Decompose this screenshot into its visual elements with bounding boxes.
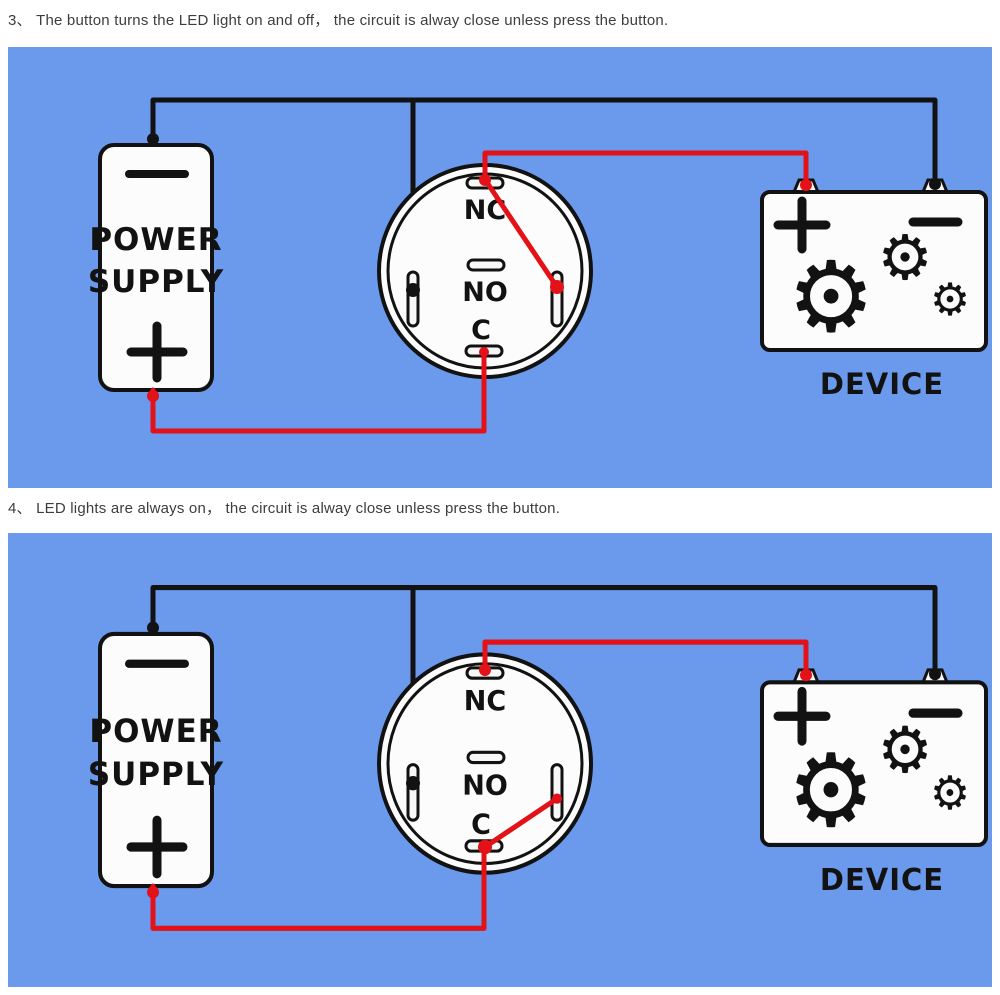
junction-dot: [929, 667, 941, 681]
gear-icon: ⚙: [877, 713, 933, 787]
push-button: NC NO C: [377, 163, 593, 379]
power-supply-label-line2: SUPPLY: [88, 264, 224, 300]
junction-dot: [147, 621, 159, 634]
wire-red-positive: [150, 150, 809, 434]
wire-red-positive: [150, 639, 809, 931]
push-button: NC NO C: [377, 652, 593, 875]
device: ⚙ ⚙ ⚙ DEVICE: [760, 668, 988, 897]
junction-dot: [479, 174, 491, 186]
power-supply-body: [98, 631, 214, 889]
junction-dot: [406, 775, 420, 791]
terminal-slot-no: [466, 258, 506, 272]
device-label: DEVICE: [820, 863, 944, 897]
junction-dot: [479, 663, 491, 677]
junction-dot: [147, 133, 159, 145]
junction-dot: [550, 280, 564, 294]
plus-icon: [126, 321, 188, 383]
power-supply-label-line1: POWER: [89, 714, 222, 751]
terminal-label-no: NO: [462, 277, 508, 308]
terminal-label-c: C: [471, 315, 491, 346]
wire-red-c-to-pin: [482, 796, 560, 850]
gear-icon: ⚙: [787, 241, 875, 355]
junction-dot: [800, 668, 812, 682]
terminal-label-nc: NC: [464, 686, 506, 717]
terminal-label-c: C: [471, 809, 491, 840]
device-label: DEVICE: [820, 367, 944, 401]
junction-dot: [478, 839, 492, 855]
junction-dot: [406, 283, 420, 297]
plus-icon: [773, 686, 831, 746]
power-supply: POWER SUPPLY: [88, 631, 224, 889]
wire-red-nc-to-pin: [483, 178, 560, 290]
terminal-label-no: NO: [462, 770, 508, 801]
caption-item-4: 4、 LED lights are always on， the circuit…: [8, 500, 561, 517]
device-body: [760, 680, 988, 847]
gear-icon: ⚙: [930, 273, 970, 326]
gear-icon: ⚙: [877, 221, 933, 294]
pin-left: [406, 270, 420, 328]
wiring-diagram-panel-3: POWER SUPPLY NC NO C ⚙ ⚙ ⚙ DEVI: [8, 47, 992, 488]
junction-dot: [479, 347, 489, 357]
device: ⚙ ⚙ ⚙ DEVICE: [760, 178, 988, 401]
power-supply-label-line1: POWER: [89, 222, 222, 258]
caption-item-3: 3、 The button turns the LED light on and…: [8, 12, 669, 29]
junction-dots: [147, 133, 941, 402]
junction-dots: [147, 621, 941, 899]
power-supply: POWER SUPPLY: [88, 143, 224, 392]
pin-left: [406, 763, 420, 822]
junction-dot: [800, 179, 812, 191]
device-body: [760, 190, 988, 352]
junction-dot: [552, 793, 562, 804]
power-supply-label-line2: SUPPLY: [88, 757, 224, 794]
power-supply-body: [98, 143, 214, 392]
junction-dot: [929, 178, 941, 190]
plus-icon: [126, 815, 188, 879]
wiring-diagram-panel-4: POWER SUPPLY NC NO C ⚙ ⚙ ⚙ DEVI: [8, 533, 992, 987]
terminal-slot-no: [466, 750, 506, 765]
junction-dot: [147, 390, 159, 402]
junction-dot: [147, 886, 159, 899]
gear-icon: ⚙: [930, 766, 970, 820]
plus-icon: [773, 196, 831, 254]
circuit-diagram-4: POWER SUPPLY NC NO C ⚙ ⚙ ⚙ DEVI: [88, 584, 988, 931]
gear-icon: ⚙: [787, 733, 875, 850]
circuit-diagram-3: POWER SUPPLY NC NO C ⚙ ⚙ ⚙ DEVI: [88, 97, 988, 434]
pin-right: [550, 763, 564, 822]
